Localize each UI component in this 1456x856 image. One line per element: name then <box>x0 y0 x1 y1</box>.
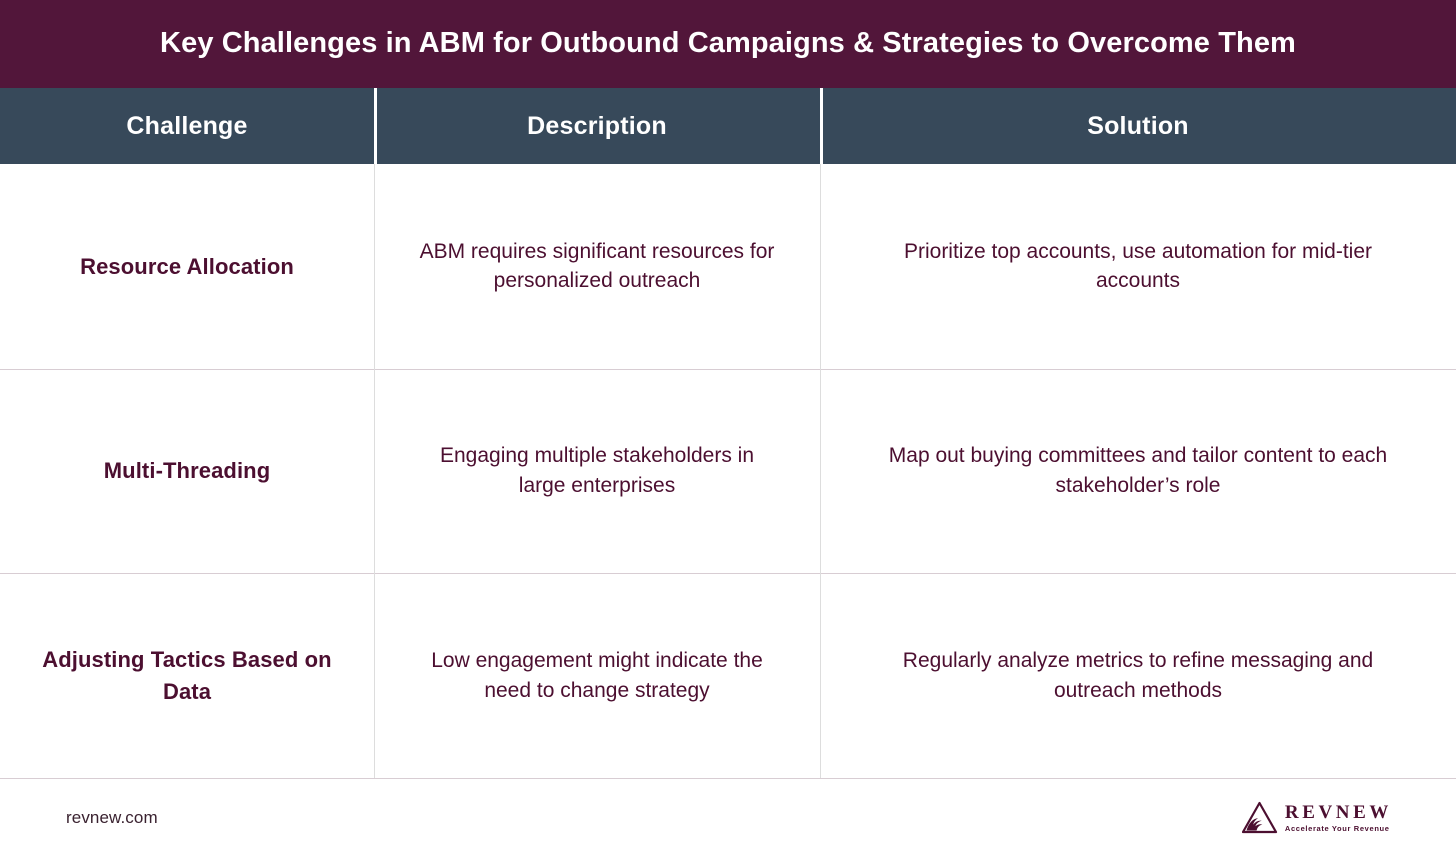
logo-name: REVNEW <box>1284 801 1392 823</box>
revnew-logo: REVNEW Accelerate Your Revenue <box>1241 801 1392 835</box>
challenges-table: Challenge Description Solution Resource … <box>0 88 1456 778</box>
cell-challenge: Adjusting Tactics Based on Data <box>42 647 332 704</box>
cell-description: Engaging multiple stakeholders in large … <box>374 368 820 574</box>
column-header-description: Description <box>374 88 820 164</box>
cell-solution: Map out buying committees and tailor con… <box>820 368 1456 574</box>
revnew-triangle-wave-logo-icon <box>1241 801 1277 833</box>
cell-description: Low engagement might indicate the need t… <box>374 573 820 778</box>
title-banner: Key Challenges in ABM for Outbound Campa… <box>0 0 1456 88</box>
cell-challenge: Multi-Threading <box>103 458 271 484</box>
cell-solution: Prioritize top accounts, use automation … <box>820 164 1456 369</box>
logo-tagline: Accelerate Your Revenue <box>1284 823 1390 833</box>
footer-website-url[interactable]: revnew.com <box>66 807 158 827</box>
column-header-challenge: Challenge <box>126 111 248 140</box>
table-row: Adjusting Tactics Based on Data Low enga… <box>0 573 1456 778</box>
column-header-solution: Solution <box>820 88 1456 164</box>
cell-challenge: Resource Allocation <box>80 253 294 279</box>
table-row: Resource Allocation ABM requires signifi… <box>0 164 1456 369</box>
logo-wordmark: REVNEW Accelerate Your Revenue <box>1285 803 1392 833</box>
table-header-row: Challenge Description Solution <box>0 88 1456 164</box>
table-row: Multi-Threading Engaging multiple stakeh… <box>0 368 1456 574</box>
cell-description: ABM requires significant resources for p… <box>374 164 820 369</box>
cell-solution: Regularly analyze metrics to refine mess… <box>820 573 1456 778</box>
footer: revnew.com REVNEW Accelerate Your Revenu… <box>0 778 1456 856</box>
table-body: Resource Allocation ABM requires signifi… <box>0 164 1456 778</box>
page-title: Key Challenges in ABM for Outbound Campa… <box>160 27 1296 60</box>
